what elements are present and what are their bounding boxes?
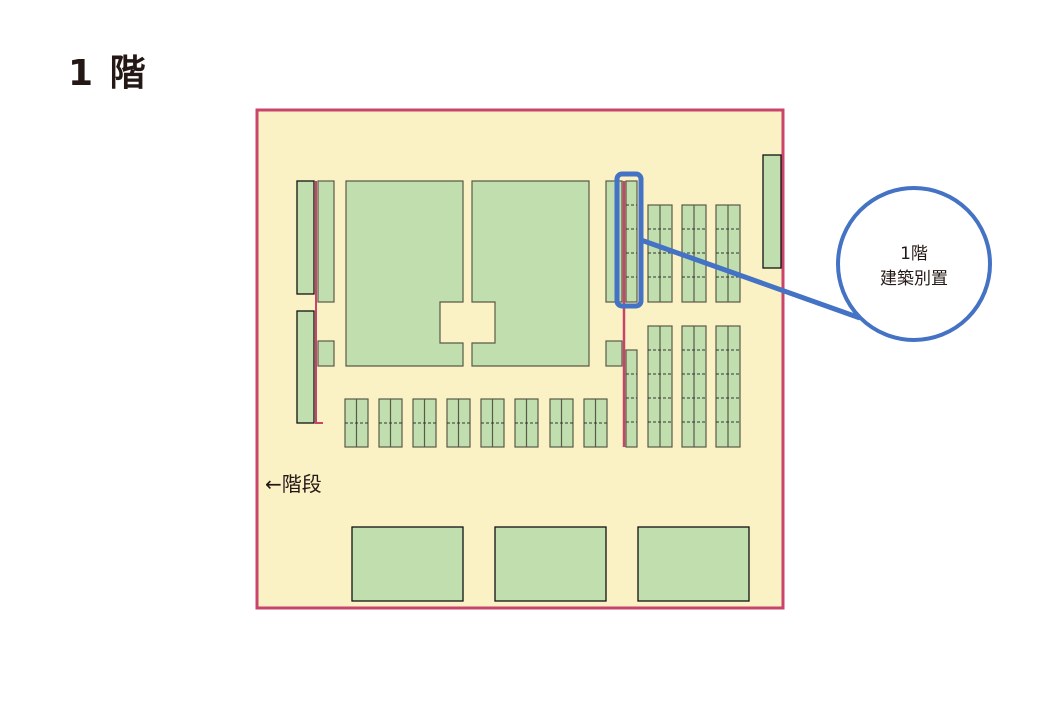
booth <box>317 340 335 367</box>
callout-leader <box>640 237 861 321</box>
callout-circle[interactable] <box>836 186 992 342</box>
booth <box>605 340 623 367</box>
large-booth <box>345 180 464 367</box>
large-booth <box>637 526 750 602</box>
booth <box>625 180 638 303</box>
callout-line2: 建築別置 <box>880 269 948 289</box>
stairs-label: ←階段 <box>265 472 322 496</box>
booth <box>317 180 335 303</box>
large-booth <box>494 526 607 602</box>
wall-display <box>296 310 315 424</box>
wall-display <box>296 180 315 295</box>
callout-line1: 1階 <box>900 244 928 264</box>
large-booth <box>471 180 590 367</box>
booth <box>605 180 623 303</box>
large-booth <box>351 526 464 602</box>
wall-display <box>762 154 782 269</box>
page-title: 1 階 <box>68 53 148 94</box>
partition-line <box>315 181 323 424</box>
